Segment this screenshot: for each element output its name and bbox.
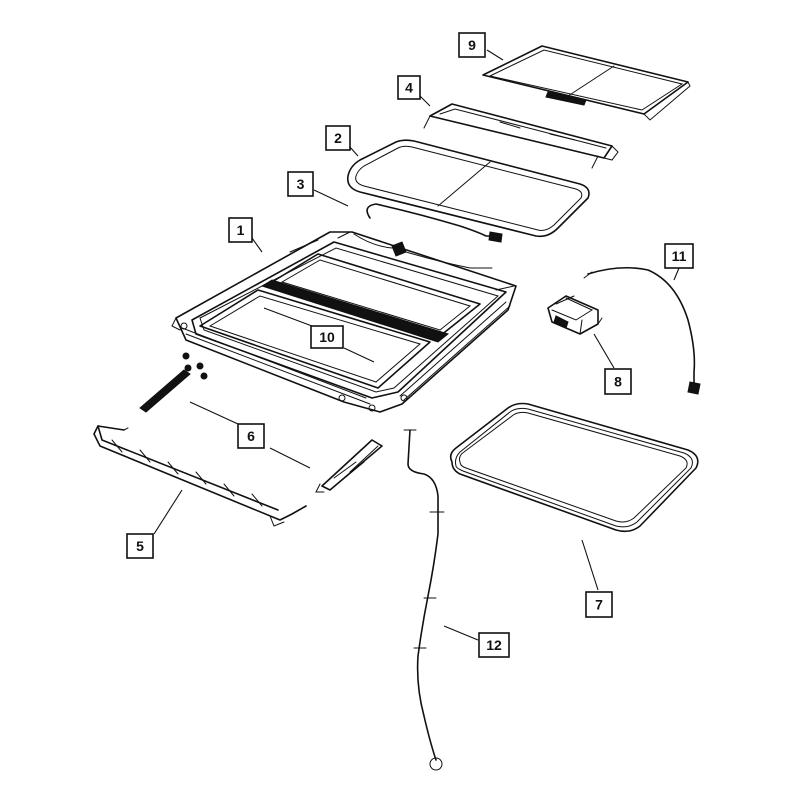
part-11-drain-hose — [583, 266, 701, 395]
callout-5: 5 — [126, 533, 154, 559]
leader-8 — [593, 333, 615, 369]
callout-7: 7 — [585, 591, 613, 618]
callout-8: 8 — [604, 368, 632, 395]
callout-11: 11 — [664, 243, 694, 269]
part-6-seal-strip — [139, 369, 191, 413]
callout-3-label: 3 — [297, 176, 305, 192]
callout-9-label: 9 — [468, 37, 476, 53]
part-8-motor — [547, 295, 603, 335]
callout-1: 1 — [228, 217, 253, 243]
callout-2: 2 — [325, 125, 351, 151]
callout-10-label: 10 — [319, 329, 335, 345]
leader-10b — [343, 347, 375, 363]
leader-9 — [486, 49, 504, 61]
callout-4: 4 — [397, 75, 421, 100]
leader-11 — [673, 267, 680, 281]
callout-4-label: 4 — [405, 80, 413, 96]
callout-9: 9 — [458, 32, 486, 58]
callout-1-label: 1 — [237, 222, 245, 238]
leader-12 — [443, 625, 479, 641]
leader-1 — [251, 237, 263, 253]
callout-6-label: 6 — [247, 428, 255, 444]
leader-6b — [269, 447, 311, 469]
leader-3 — [313, 189, 349, 207]
callout-10: 10 — [310, 325, 344, 349]
part-6-deflector-arm — [315, 439, 383, 493]
part-7-weatherstrip — [449, 402, 699, 533]
part-12-drain-hose — [403, 429, 445, 771]
callout-6: 6 — [237, 423, 265, 449]
leader-4 — [418, 94, 431, 107]
leader-6a — [189, 401, 239, 425]
leader-10a — [263, 307, 313, 327]
mounting-screws — [182, 352, 208, 380]
callout-12: 12 — [478, 632, 510, 658]
part-9-sunshade — [482, 45, 691, 121]
part-3-harness — [366, 203, 503, 243]
part-1-sunroof-frame — [171, 231, 517, 413]
callout-5-label: 5 — [136, 538, 144, 554]
leader-lines — [153, 49, 680, 641]
callout-3: 3 — [287, 171, 314, 197]
part-2-glass-panel — [346, 139, 590, 238]
part-4-rear-bar — [423, 103, 619, 169]
callout-8-label: 8 — [614, 374, 622, 390]
part-5-wind-deflector — [93, 425, 307, 527]
callout-11-label: 11 — [672, 248, 687, 264]
callout-2-label: 2 — [334, 130, 342, 146]
callout-12-label: 12 — [486, 637, 502, 653]
callout-7-label: 7 — [595, 597, 603, 613]
leader-7 — [581, 539, 599, 591]
leader-5 — [153, 489, 183, 535]
